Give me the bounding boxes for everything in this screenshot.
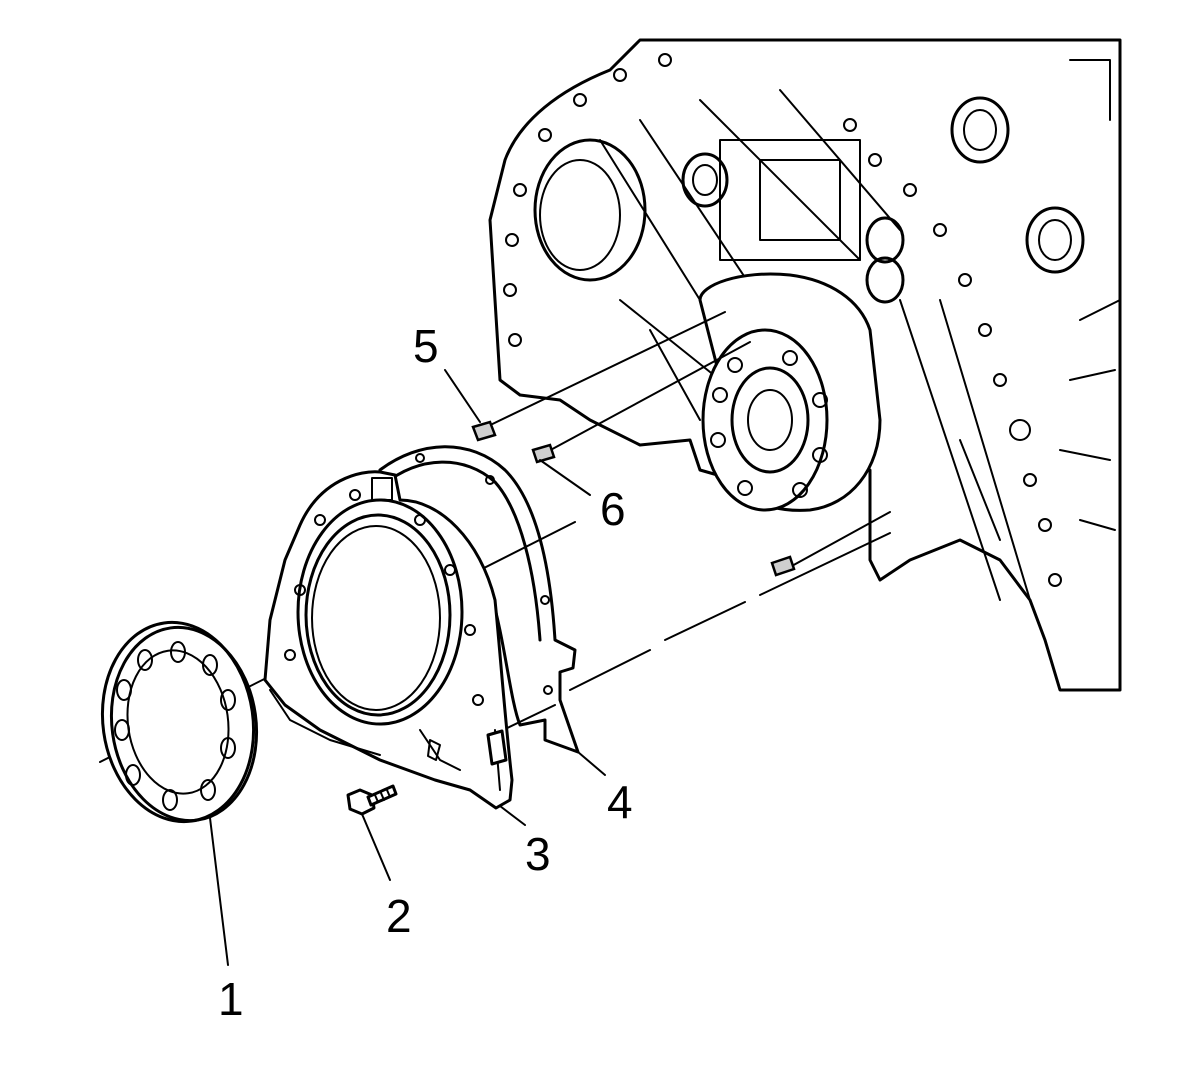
callout-6: 6 [600, 483, 626, 535]
callout-1: 1 [218, 973, 244, 1025]
callout-2: 2 [386, 890, 412, 942]
seal-housing [263, 470, 514, 810]
leader-lines [209, 369, 606, 966]
crankshaft-flange [698, 272, 882, 512]
dowel-pin-lower [770, 555, 796, 577]
callout-3: 3 [525, 828, 551, 880]
bolt [346, 784, 398, 816]
callout-4: 4 [607, 776, 633, 828]
dowel-pin-5 [471, 420, 497, 442]
gasket [378, 445, 580, 754]
dowel-pin-6 [531, 443, 556, 464]
callout-5: 5 [413, 320, 439, 372]
callouts: 1 2 3 4 5 6 [218, 320, 633, 1025]
reluctor-ring [100, 620, 259, 824]
